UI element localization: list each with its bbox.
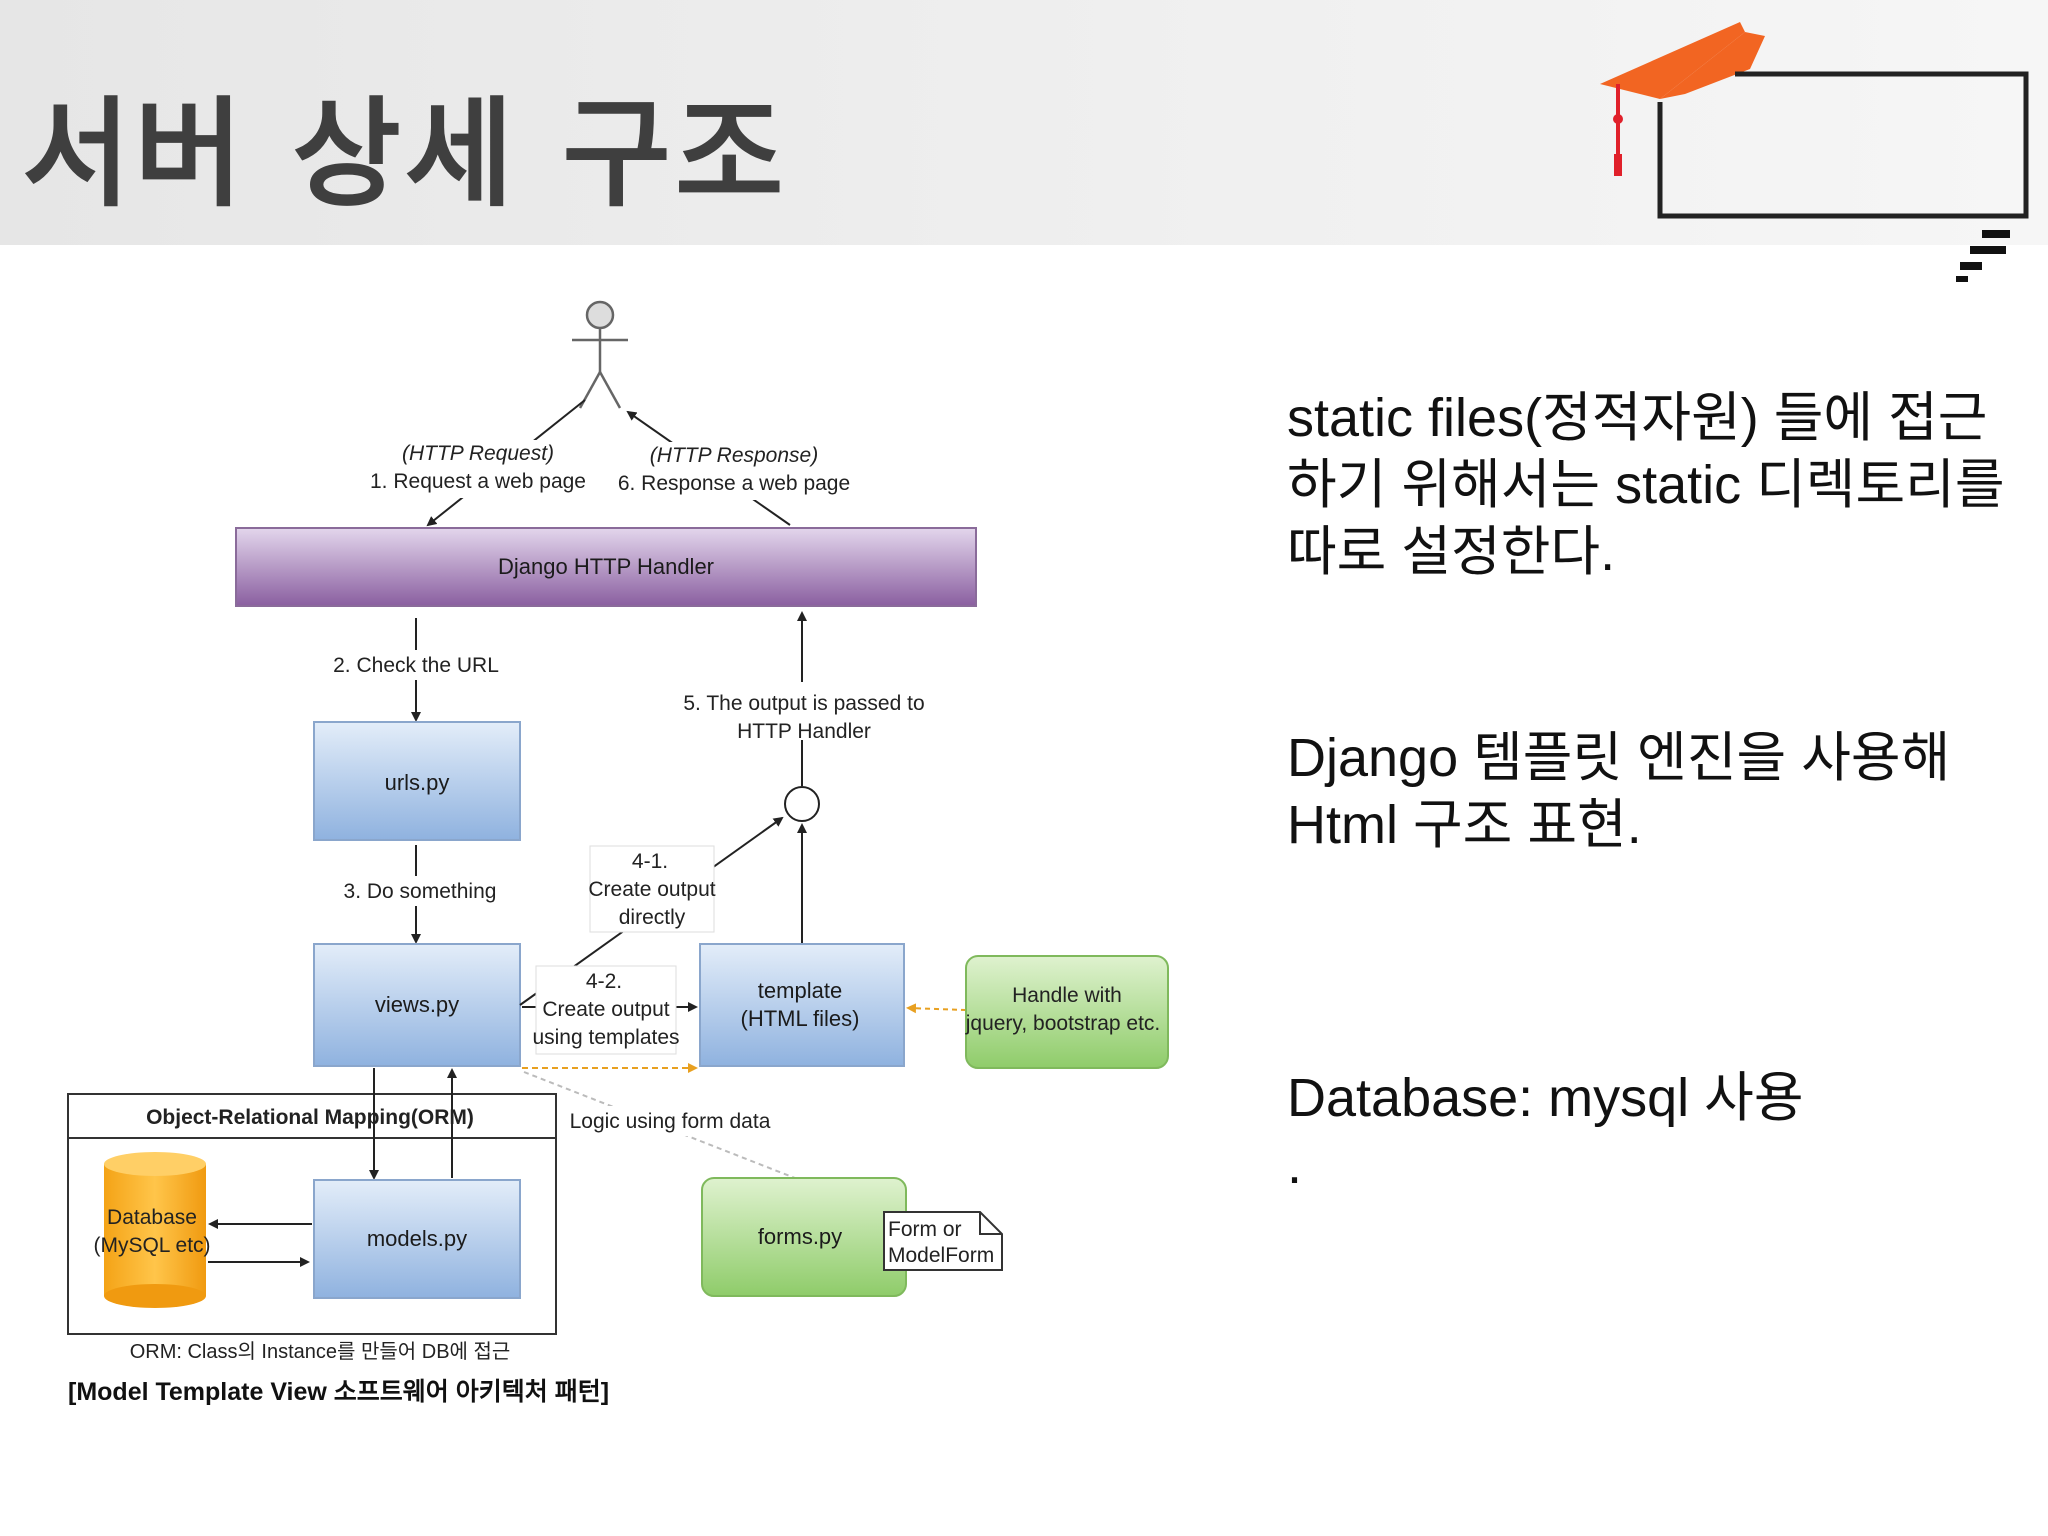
database-cylinder-icon [104, 1152, 206, 1308]
step-4-1-label: Create output [588, 878, 715, 901]
urls-py-box [313, 721, 521, 841]
views-py-box [313, 943, 521, 1067]
graduation-cap-logo-icon [1600, 22, 2029, 282]
step-5-label: 5. The output is passed to [683, 692, 924, 715]
django-http-handler-box [235, 527, 977, 607]
http-request-label: (HTTP Request) [402, 442, 554, 465]
bullet-line: 하기 위해서는 static 디렉토리를 [1287, 455, 2005, 515]
orm-frame [67, 1093, 557, 1335]
mtv-architecture-diagram: (HTTP Request) 1. Request a web page (HT… [67, 300, 1169, 1406]
database-label: Database [107, 1206, 197, 1229]
step-4-1-number: 4-1. [632, 850, 668, 873]
orm-caption: ORM: Class의 Instance를 만들어 DB에 접근 [130, 1340, 511, 1363]
diagram-caption: [Model Template View 소프트웨어 아키텍처 패턴] [68, 1378, 609, 1406]
forms-py-label: forms.py [758, 1224, 842, 1249]
template-box [699, 943, 905, 1067]
handle-with-label: Handle with [1012, 984, 1122, 1007]
template-subtitle: (HTML files) [741, 1006, 860, 1031]
step-4-2-label: Create output [542, 998, 669, 1021]
step-4-1-detail: directly [619, 906, 686, 929]
django-http-handler-label: Django HTTP Handler [498, 554, 714, 579]
step-4-2-detail: using templates [532, 1026, 679, 1049]
logic-form-data-label: Logic using form data [570, 1110, 771, 1133]
http-response-label: (HTTP Response) [650, 444, 818, 467]
http-request-step-label: 1. Request a web page [370, 470, 586, 493]
handle-with-box [965, 955, 1169, 1069]
bullet-line: . [1287, 1135, 1303, 1195]
database-detail: (MySQL etc) [93, 1234, 210, 1257]
bullet-line: Database: mysql 사용 [1287, 1068, 1804, 1128]
bullet-line: Html 구조 표현. [1287, 795, 1642, 855]
http-response-step-label: 6. Response a web page [618, 472, 850, 495]
bullet-line: 따로 설정한다. [1287, 522, 1616, 582]
form-note-icon [883, 1211, 1003, 1271]
step-5-target: HTTP Handler [737, 720, 871, 743]
bullet-line: static files(정적자원) 들에 접근 [1287, 388, 1988, 448]
jquery-dashed-arrow [906, 1003, 967, 1014]
models-py-label: models.py [367, 1226, 467, 1251]
views-py-label: views.py [375, 992, 459, 1017]
handle-with-detail: jquery, bootstrap etc. [965, 1012, 1161, 1035]
urls-py-label: urls.py [385, 770, 450, 795]
page-title: 서버 상세 구조 [22, 85, 788, 223]
check-url-label: 2. Check the URL [333, 654, 499, 677]
bullet-line: Django 템플릿 엔진을 사용해 [1287, 728, 1951, 788]
template-label: template [758, 978, 842, 1003]
bullet-template-engine: Django 템플릿 엔진을 사용해 Html 구조 표현. [1287, 725, 1950, 859]
bullet-database: Database: mysql 사용 . [1287, 1065, 1804, 1199]
step-4-2-number: 4-2. [586, 970, 622, 993]
form-note-detail: ModelForm [888, 1244, 994, 1267]
orm-title: Object-Relational Mapping(ORM) [146, 1106, 474, 1129]
form-note-label: Form or [888, 1218, 962, 1241]
do-something-label: 3. Do something [344, 880, 497, 903]
user-icon [572, 300, 628, 409]
models-py-box [313, 1179, 521, 1299]
bullet-static-files: static files(정적자원) 들에 접근 하기 위해서는 static … [1287, 385, 2005, 586]
output-junction-node [784, 786, 820, 822]
